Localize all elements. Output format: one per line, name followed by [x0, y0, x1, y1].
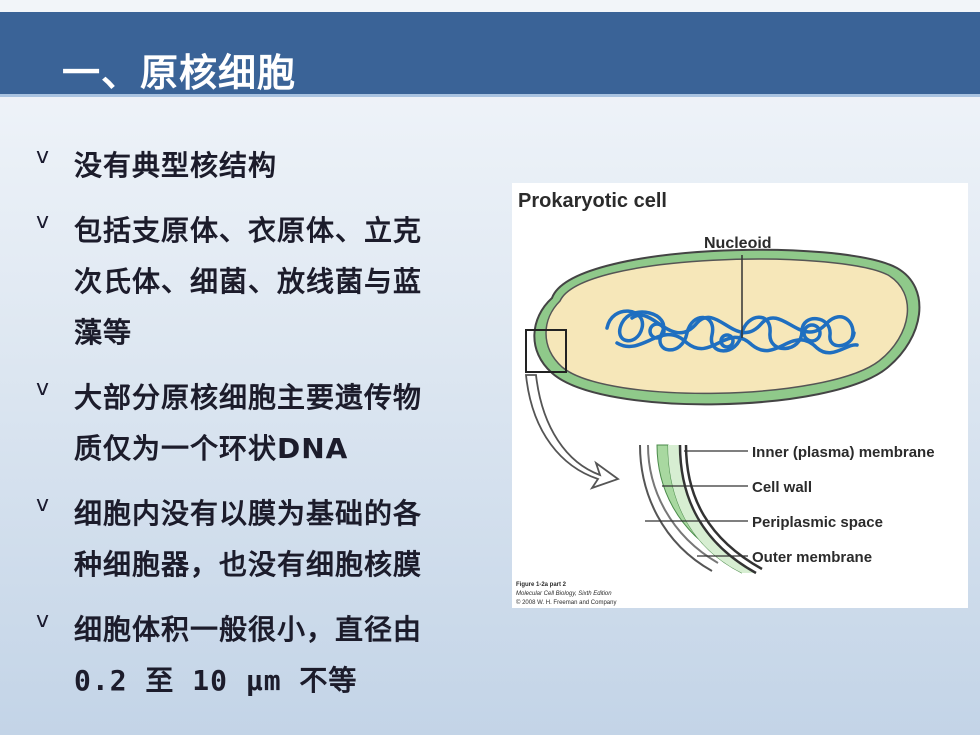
bullet-line: 没有典型核结构 [74, 149, 278, 182]
title-bar: 一、原核细胞 [0, 12, 980, 97]
bullet-line: 包括支原体、衣原体、立克 [74, 214, 423, 247]
bullet-line: 藻等 [74, 316, 133, 349]
cell-wall-label: Cell wall [752, 479, 812, 496]
bullet-check-icon: v [36, 608, 50, 633]
bullet-check-icon: v [36, 209, 50, 234]
bullet-line: 大部分原核细胞主要遗传物 [74, 381, 423, 414]
figure-caption-number: Figure 1-2a part 2 [516, 582, 567, 588]
slide-title: 一、原核细胞 [62, 51, 297, 95]
bullet-check-icon: v [36, 376, 50, 401]
cell-diagram: Prokaryotic cell Nucleoid [516, 190, 935, 606]
bullet-item: v 细胞体积一般很小，直径由 0.2 至 10 μm 不等 [36, 604, 486, 706]
bullet-line: 0.2 至 10 μm 不等 [74, 664, 358, 697]
outer-membrane-label: Outer membrane [752, 549, 872, 566]
periplasmic-space-label: Periplasmic space [752, 514, 883, 531]
top-strip [0, 0, 980, 12]
bullet-list: v 没有典型核结构 v 包括支原体、衣原体、立克 次氏体、细菌、放线菌与蓝 藻等… [36, 140, 486, 720]
bullet-line: 质仅为一个环状DNA [74, 432, 349, 465]
nucleoid-dna [605, 309, 859, 355]
bullet-check-icon: v [36, 144, 50, 169]
nucleoid-label: Nucleoid [704, 235, 772, 252]
bullet-item: v 包括支原体、衣原体、立克 次氏体、细菌、放线菌与蓝 藻等 [36, 205, 486, 358]
figure-title: Prokaryotic cell [518, 190, 667, 212]
bullet-item: v 没有典型核结构 [36, 140, 486, 191]
bullet-item: v 大部分原核细胞主要遗传物 质仅为一个环状DNA [36, 372, 486, 474]
bullet-line: 种细胞器，也没有细胞核膜 [74, 548, 423, 581]
bullet-line: 细胞内没有以膜为基础的各 [74, 497, 423, 530]
bullet-line: 细胞体积一般很小，直径由 [74, 613, 423, 646]
zoom-box [525, 329, 567, 373]
bullet-line: 次氏体、细菌、放线菌与蓝 [74, 265, 423, 298]
inner-membrane-label: Inner (plasma) membrane [752, 444, 935, 461]
figure-caption-copyright: © 2008 W. H. Freeman and Company [516, 599, 616, 606]
figure-caption-book: Molecular Cell Biology, Sixth Edition [516, 591, 612, 597]
bullet-item: v 细胞内没有以膜为基础的各 种细胞器，也没有细胞核膜 [36, 488, 486, 590]
zoom-arrow-icon [525, 374, 620, 490]
bullet-check-icon: v [36, 492, 50, 517]
membrane-cross-section [639, 444, 763, 575]
prokaryotic-cell-figure: Prokaryotic cell Nucleoid [512, 183, 968, 608]
